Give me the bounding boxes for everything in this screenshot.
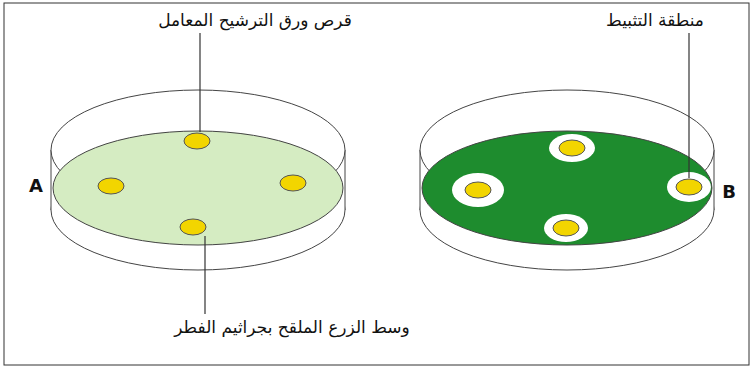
- petri-dish-b: [420, 90, 714, 270]
- frame: [4, 3, 749, 365]
- dish-wall-line: [345, 150, 346, 210]
- filter-disc: [180, 219, 206, 235]
- inhibition-zone: [544, 214, 588, 242]
- leader-line: [688, 33, 689, 178]
- petri-dish-a: [51, 90, 345, 270]
- dish-letter: A: [29, 175, 43, 197]
- filter-disc: [280, 175, 306, 191]
- inhibition-zone: [549, 134, 595, 162]
- part-label: منطقة التثبيط: [606, 10, 704, 30]
- dish-wall-line: [420, 150, 421, 210]
- culture-medium: [422, 131, 712, 245]
- filter-disc: [465, 182, 491, 198]
- filter-disc: [553, 220, 579, 236]
- filter-disc: [98, 178, 124, 194]
- part-label: وسط الزرع الملقح بجراثيم الفطر: [174, 317, 410, 337]
- culture-medium: [53, 131, 343, 245]
- leader-line: [204, 236, 205, 314]
- leader-line: [199, 33, 200, 132]
- inhibition-zone: [452, 173, 504, 207]
- dish-letter: B: [722, 181, 736, 203]
- dish-wall-line: [51, 150, 52, 210]
- filter-disc: [676, 179, 702, 195]
- dish-wall-line: [714, 150, 715, 210]
- filter-disc: [559, 140, 585, 156]
- part-label: قرص ورق الترشيح المعامل: [158, 10, 352, 30]
- filter-disc: [184, 133, 210, 149]
